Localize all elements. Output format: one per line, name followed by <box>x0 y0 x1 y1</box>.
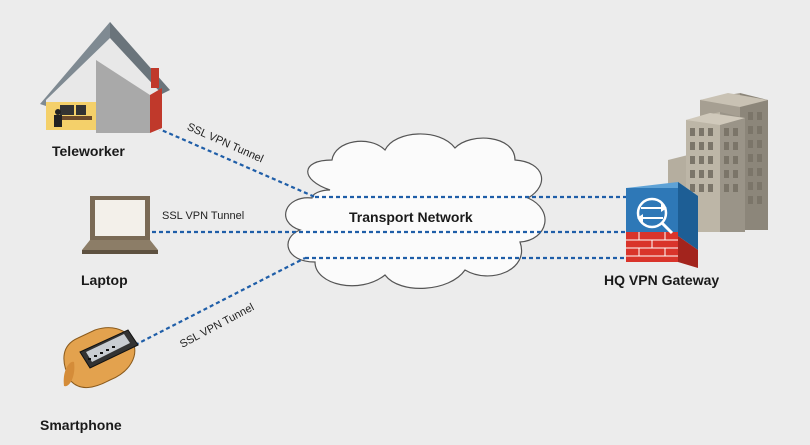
cloud-icon <box>285 133 546 289</box>
label-laptop: Laptop <box>81 272 128 288</box>
tunnel-lines <box>134 123 630 346</box>
tunnel-label-laptop: SSL VPN Tunnel <box>162 210 245 222</box>
house-icon <box>40 22 170 133</box>
tunnel-line-smartphone <box>134 257 306 346</box>
label-transport-network: Transport Network <box>349 209 473 225</box>
label-smartphone: Smartphone <box>40 417 122 433</box>
label-teleworker: Teleworker <box>52 143 125 159</box>
vpn-gateway-icon <box>626 182 698 268</box>
tunnel-line-teleworker <box>149 123 316 199</box>
smartphone-icon <box>63 327 139 388</box>
label-hq-vpn-gateway: HQ VPN Gateway <box>604 272 720 288</box>
laptop-icon <box>82 196 158 254</box>
